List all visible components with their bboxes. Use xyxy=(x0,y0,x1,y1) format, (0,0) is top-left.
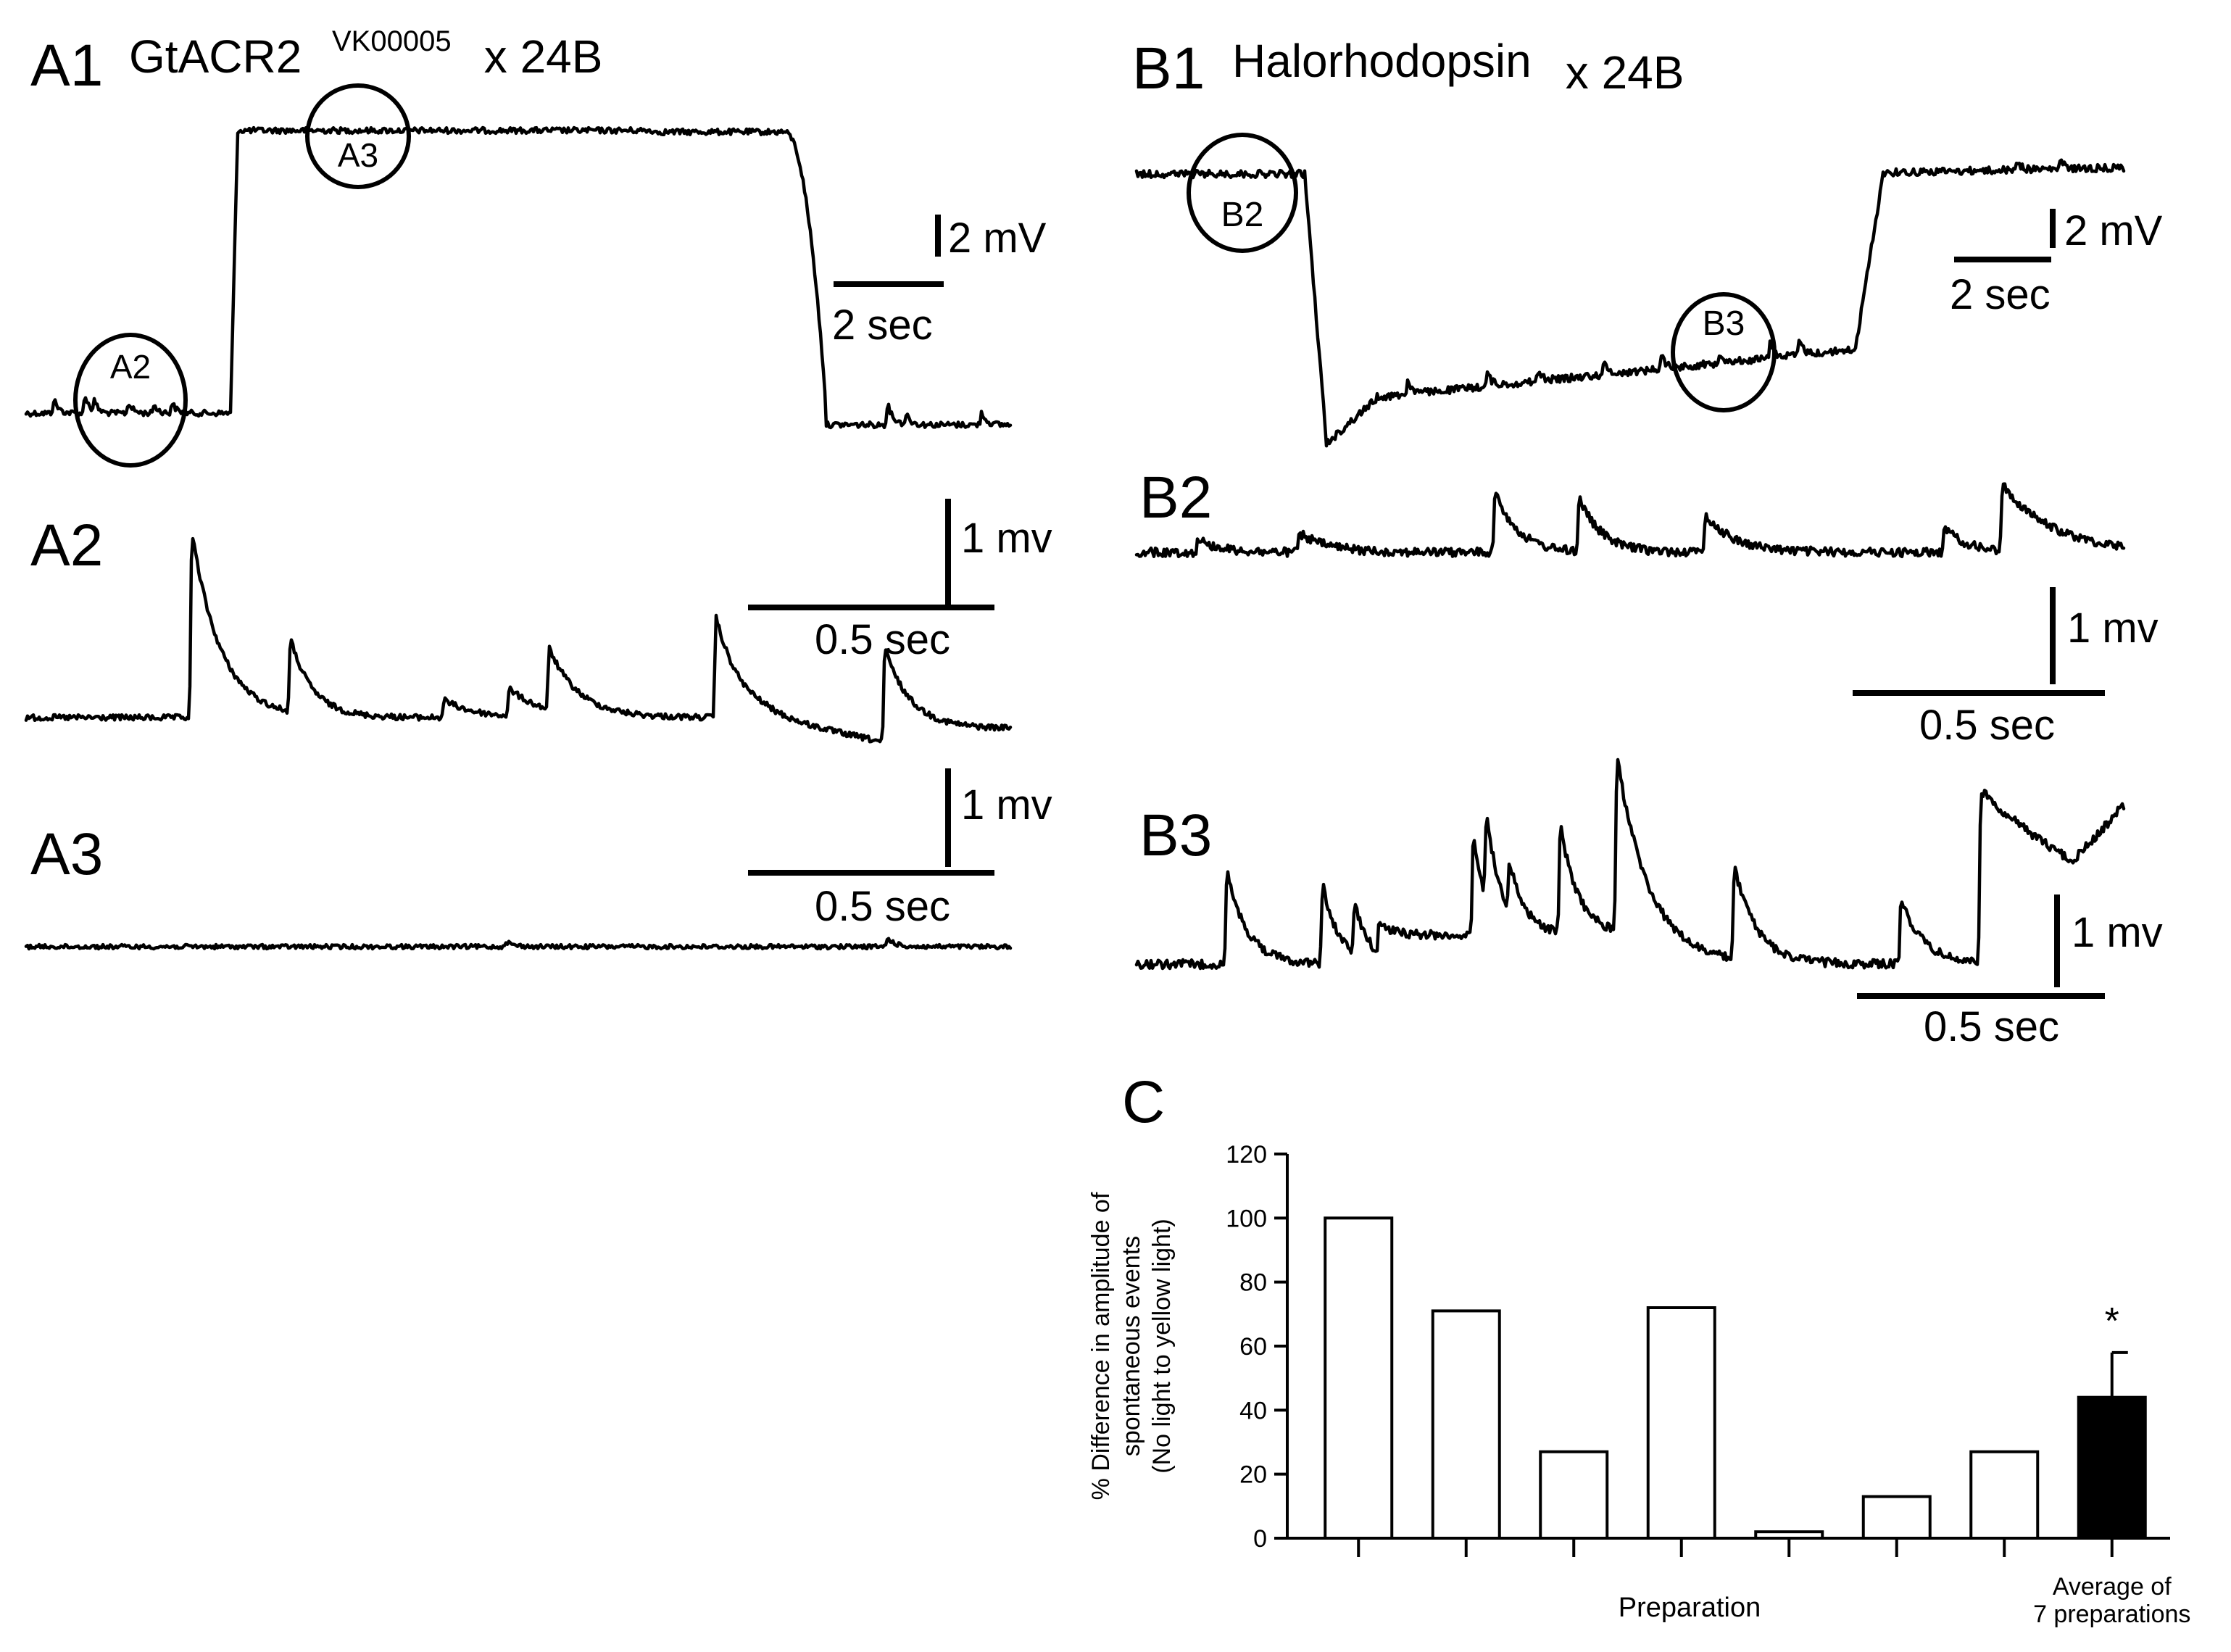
panel-a3-voltage-scale-label: 1 mv xyxy=(961,781,1052,829)
panel-a1-a3-marker-label: A3 xyxy=(338,136,378,174)
panel-a2-time-scale-label: 0.5 sec xyxy=(815,616,950,663)
panel-a1-time-scale-label: 2 sec xyxy=(832,302,933,349)
x-axis-label: Preparation xyxy=(1619,1593,1761,1623)
panel-a1-a2-marker-label: A2 xyxy=(110,348,151,386)
y-tick-label-0: 0 xyxy=(1253,1525,1267,1553)
panel-c-label: C xyxy=(1122,1069,1165,1135)
panel-a3-time-scale-label: 0.5 sec xyxy=(815,883,950,930)
y-axis-label-line-3: (No light to yellow light) xyxy=(1148,1219,1176,1473)
bar-3 xyxy=(1539,1450,1609,1540)
panel-b3: B3 1 mv 0.5 sec xyxy=(1134,757,2163,1050)
bar-2 xyxy=(1431,1309,1501,1540)
panel-a1-title-main: GtACR2 xyxy=(129,30,302,83)
panel-b2-label: B2 xyxy=(1139,465,1212,531)
bar-4 xyxy=(1646,1306,1716,1540)
panel-a1: A1 GtACR2 VK00005 x 24B A2 A3 2 mV 2 sec xyxy=(24,25,1047,468)
panel-a1-voltage-scale-label: 2 mV xyxy=(948,215,1047,262)
bar-8 xyxy=(2077,1395,2147,1540)
panel-a2: A2 1 mv 0.5 sec xyxy=(24,499,1052,744)
panel-b1-title-main: Halorhodopsin xyxy=(1232,35,1532,87)
panel-a2-voltage-trace xyxy=(24,536,1013,744)
panel-b1-label: B1 xyxy=(1132,36,1205,101)
panel-a3-voltage-trace xyxy=(24,937,1013,951)
category-label-line-2: 7 preparations xyxy=(2033,1601,2190,1628)
panel-a2-voltage-scale-label: 1 mv xyxy=(961,515,1052,562)
y-tick-label-40: 40 xyxy=(1239,1397,1267,1424)
panel-b1-time-scale-label: 2 sec xyxy=(1950,271,2051,318)
bar-6 xyxy=(1861,1495,1932,1540)
y-tick-label-120: 120 xyxy=(1226,1141,1267,1169)
category-label-line-1: Average of xyxy=(2053,1573,2172,1601)
panel-b1-b2-region-marker xyxy=(1187,133,1298,253)
panel-a3-label: A3 xyxy=(30,821,103,887)
panel-b3-voltage-scale-label: 1 mv xyxy=(2072,909,2163,956)
panel-c: C 0 20 40 60 80 100 120 * Average of7 preparatio… xyxy=(1087,1069,2190,1628)
y-axis-label-line-1: % Difference in amplitude of xyxy=(1087,1192,1115,1500)
panel-b3-label: B3 xyxy=(1139,802,1212,868)
significance-marker-8: * xyxy=(2105,1300,2119,1342)
panel-b1-title-tail: x 24B xyxy=(1553,46,1684,99)
panel-b2-time-scale-label: 0.5 sec xyxy=(1919,702,2055,749)
panel-b1-voltage-scale-label: 2 mV xyxy=(2064,207,2163,254)
panel-a1-a3-region-marker xyxy=(305,83,411,189)
bar-7 xyxy=(1969,1450,2040,1540)
panel-b3-voltage-trace xyxy=(1134,757,2126,971)
panel-a1-label: A1 xyxy=(30,33,103,99)
bar-1 xyxy=(1324,1216,1394,1540)
y-tick-label-20: 20 xyxy=(1239,1461,1267,1489)
y-tick-label-80: 80 xyxy=(1239,1269,1267,1297)
panel-b2: B2 1 mv 0.5 sec xyxy=(1134,465,2159,749)
panel-b3-time-scale-label: 0.5 sec xyxy=(1924,1003,2059,1050)
panel-a1-voltage-trace xyxy=(24,125,1013,430)
panel-b1-voltage-trace xyxy=(1134,158,2126,448)
panel-a2-label: A2 xyxy=(30,512,103,578)
panel-b1-b3-region-marker xyxy=(1671,292,1777,412)
y-axis-label-line-2: spontaneous events xyxy=(1118,1236,1145,1456)
panel-b1-b3-marker-label: B3 xyxy=(1703,304,1745,343)
y-tick-label-100: 100 xyxy=(1226,1205,1267,1232)
panel-b1-b2-marker-label: B2 xyxy=(1221,196,1264,234)
bar-chart: 0 20 40 60 80 100 120 * Average of7 preparations… xyxy=(1087,1141,2190,1628)
panel-b2-voltage-trace xyxy=(1134,482,2126,559)
panel-a3: A3 1 mv 0.5 sec xyxy=(24,768,1052,951)
bar-5 xyxy=(1754,1530,1824,1540)
panel-b1: B1 Halorhodopsin x 24B B2 B3 2 mV 2 sec xyxy=(1132,35,2163,448)
panel-a1-title-tail: x 24B xyxy=(471,30,602,83)
panel-a1-title-superscript: VK00005 xyxy=(332,25,452,57)
panel-a1-a2-region-marker xyxy=(73,333,188,468)
y-tick-label-60: 60 xyxy=(1239,1333,1267,1361)
panel-b2-voltage-scale-label: 1 mv xyxy=(2067,605,2159,652)
